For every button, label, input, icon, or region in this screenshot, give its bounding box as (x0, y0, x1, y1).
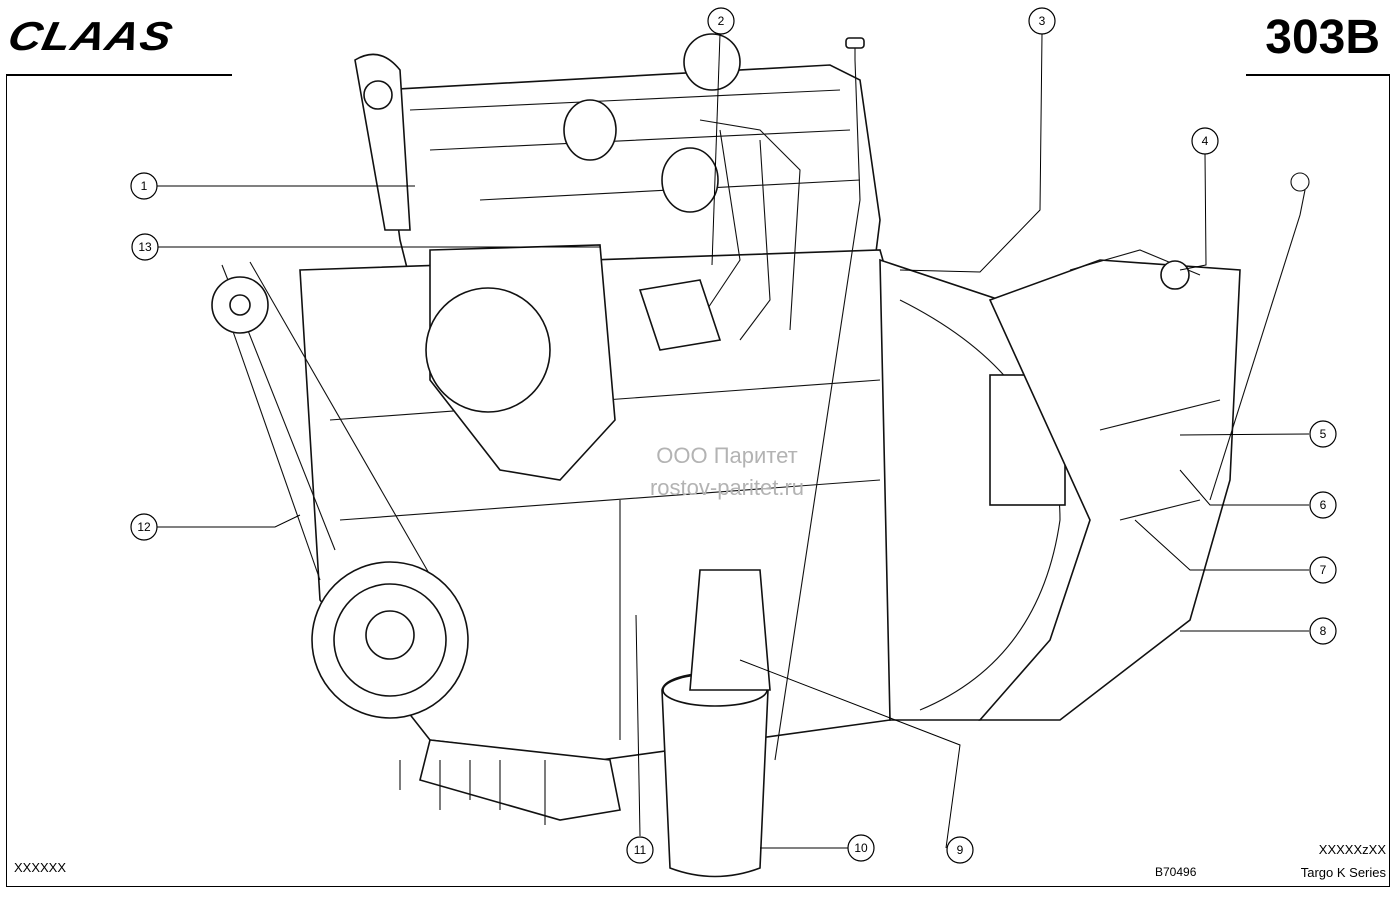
callout-6: 6 (1309, 491, 1337, 519)
callout-8: 8 (1309, 617, 1337, 645)
drawing-frame (6, 75, 1390, 887)
leader-lines (157, 33, 1310, 849)
callout-5-label: 5 (1320, 427, 1327, 441)
series-label: Targo K Series (1300, 865, 1386, 880)
callout-5: 5 (1309, 420, 1337, 448)
callout-3-label: 3 (1039, 14, 1046, 28)
header-rule-left (6, 74, 232, 76)
callout-10: 10 (847, 834, 875, 862)
callout-13: 13 (131, 233, 159, 261)
callout-1-label: 1 (141, 179, 148, 193)
callout-2-label: 2 (718, 14, 725, 28)
dipstick (774, 45, 861, 761)
callout-8-label: 8 (1320, 624, 1327, 638)
callout-2: 2 (707, 7, 735, 35)
footer-left-code: XXXXXX (14, 860, 67, 875)
sheet-number: 303B (1265, 11, 1380, 64)
callout-10-label: 10 (854, 841, 868, 855)
callout-7: 7 (1309, 556, 1337, 584)
callout-7-label: 7 (1320, 563, 1327, 577)
callout-1: 1 (130, 172, 158, 200)
callout-11-label: 11 (634, 843, 647, 857)
watermark: ООО Паритет rostov-paritet.ru (612, 440, 842, 504)
callout-3: 3 (1028, 7, 1056, 35)
callout-6-label: 6 (1320, 498, 1327, 512)
watermark-company: ООО Паритет (656, 443, 798, 468)
callout-4-label: 4 (1202, 134, 1209, 148)
callout-12: 12 (130, 513, 158, 541)
callout-9-label: 9 (957, 843, 964, 857)
watermark-url: rostov-paritet.ru (649, 475, 805, 500)
callout-4: 4 (1191, 127, 1219, 155)
callout-9: 9 (946, 836, 974, 864)
callout-12-label: 12 (137, 520, 151, 534)
callout-11: 11 (626, 836, 654, 864)
drawing-number: B70496 (1155, 865, 1197, 879)
header-rule-right (1246, 74, 1390, 76)
footer-right-code: XXXXXzXX (1318, 842, 1386, 857)
callout-13-label: 13 (138, 240, 152, 254)
lifting-eye (354, 53, 411, 231)
